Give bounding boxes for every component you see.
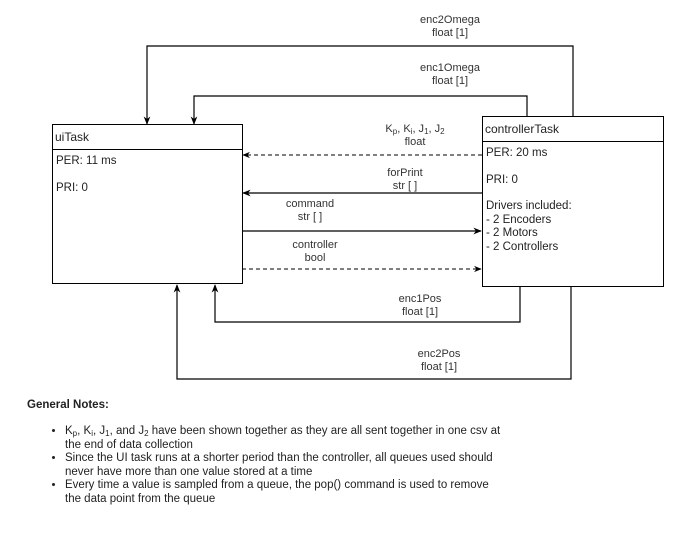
- note-text: Since the UI task runs at a shorter peri…: [65, 452, 493, 478]
- driver-item: - 2 Motors: [486, 227, 538, 239]
- symbol-text: , K: [397, 123, 411, 135]
- enc1pos-label: enc1Pos float [1]: [385, 293, 455, 319]
- ui-task-period: PER: 11 ms: [56, 155, 117, 167]
- subscript: 2: [440, 127, 445, 136]
- enc1pos-type: float [1]: [401, 306, 439, 318]
- symbol-text: K: [65, 425, 73, 437]
- note-item: Since the UI task runs at a shorter peri…: [65, 452, 507, 479]
- general-notes: General Notes: Kp, Ki, J1, and J2 have b…: [27, 399, 507, 506]
- note-item: Kp, Ki, J1, and J2 have been shown toget…: [65, 425, 507, 452]
- subscript: p: [72, 429, 78, 438]
- enc2pos-type: float [1]: [420, 361, 458, 373]
- forprint-type: str [ ]: [392, 180, 418, 192]
- driver-item: - 2 Controllers: [486, 240, 559, 253]
- driver-item: - 2 Encoders: [486, 213, 552, 226]
- symbol-text: , and J: [109, 425, 145, 437]
- subscript: 1: [424, 127, 429, 136]
- subscript: i: [91, 429, 93, 438]
- notes-title: General Notes:: [27, 399, 109, 411]
- symbol-text: , J: [92, 425, 106, 437]
- enc1omega-label: enc1Omega float [1]: [410, 62, 490, 88]
- symbol-text: , K: [77, 425, 92, 437]
- subscript: i: [410, 127, 413, 136]
- controller-task-priority: PRI: 0: [486, 173, 518, 186]
- note-gains-prefix: Kp, Ki, J1, and J2: [65, 425, 149, 438]
- controller-task-title: controllerTask: [483, 117, 663, 142]
- gains-type: float: [404, 136, 426, 148]
- controller-name: controller: [292, 239, 338, 251]
- enc2omega-label: enc2Omega float [1]: [410, 14, 490, 40]
- enc1pos-connector: [211, 284, 521, 323]
- note-text: have been shown together as they are all…: [65, 425, 501, 451]
- subscript: 1: [105, 429, 110, 438]
- controller-type: bool: [304, 252, 326, 264]
- symbol-text: K: [385, 123, 393, 135]
- controller-label: controller bool: [280, 239, 350, 265]
- enc2pos-name: enc2Pos: [417, 348, 461, 360]
- symbol-text: , J: [412, 123, 425, 135]
- drivers-heading: Drivers included:: [486, 200, 572, 212]
- enc1omega-type: float [1]: [431, 75, 469, 87]
- subscript: 2: [144, 429, 149, 438]
- note-text: Every time a value is sampled from a que…: [65, 479, 489, 505]
- controller-task-period: PER: 20 ms: [486, 147, 548, 159]
- command-label: command str [ ]: [275, 198, 345, 224]
- ui-task-priority: PRI: 0: [56, 181, 88, 194]
- enc1pos-name: enc1Pos: [398, 293, 442, 305]
- gains-label: Kp, Ki, J1, J2 float: [360, 123, 470, 149]
- note-item: Every time a value is sampled from a que…: [65, 479, 507, 506]
- command-name: command: [285, 198, 335, 210]
- gains-name: Kp, Ki, J1, J2: [360, 123, 470, 136]
- enc2omega-name: enc2Omega: [420, 14, 480, 26]
- enc2omega-type: float [1]: [431, 27, 469, 39]
- ui-task-box: uiTask PER: 11 ms PRI: 0: [52, 124, 243, 284]
- ui-task-title: uiTask: [53, 125, 242, 150]
- ui-task-body: PER: 11 ms PRI: 0: [53, 150, 242, 200]
- command-type: str [ ]: [297, 211, 323, 223]
- enc2pos-connector: [173, 284, 572, 380]
- symbol-text: , J: [428, 123, 441, 135]
- subscript: p: [392, 127, 398, 136]
- controller-task-box: controllerTask PER: 20 ms PRI: 0 Drivers…: [482, 116, 664, 287]
- forprint-name: forPrint: [387, 167, 423, 179]
- enc2omega-connector: [143, 45, 574, 125]
- enc1omega-connector: [190, 95, 528, 125]
- enc2pos-label: enc2Pos float [1]: [404, 348, 474, 374]
- forprint-label: forPrint str [ ]: [370, 167, 440, 193]
- notes-list: Kp, Ki, J1, and J2 have been shown toget…: [27, 425, 507, 506]
- controller-task-body: PER: 20 ms PRI: 0 Drivers included: - 2 …: [483, 142, 663, 259]
- enc1omega-name: enc1Omega: [420, 62, 480, 74]
